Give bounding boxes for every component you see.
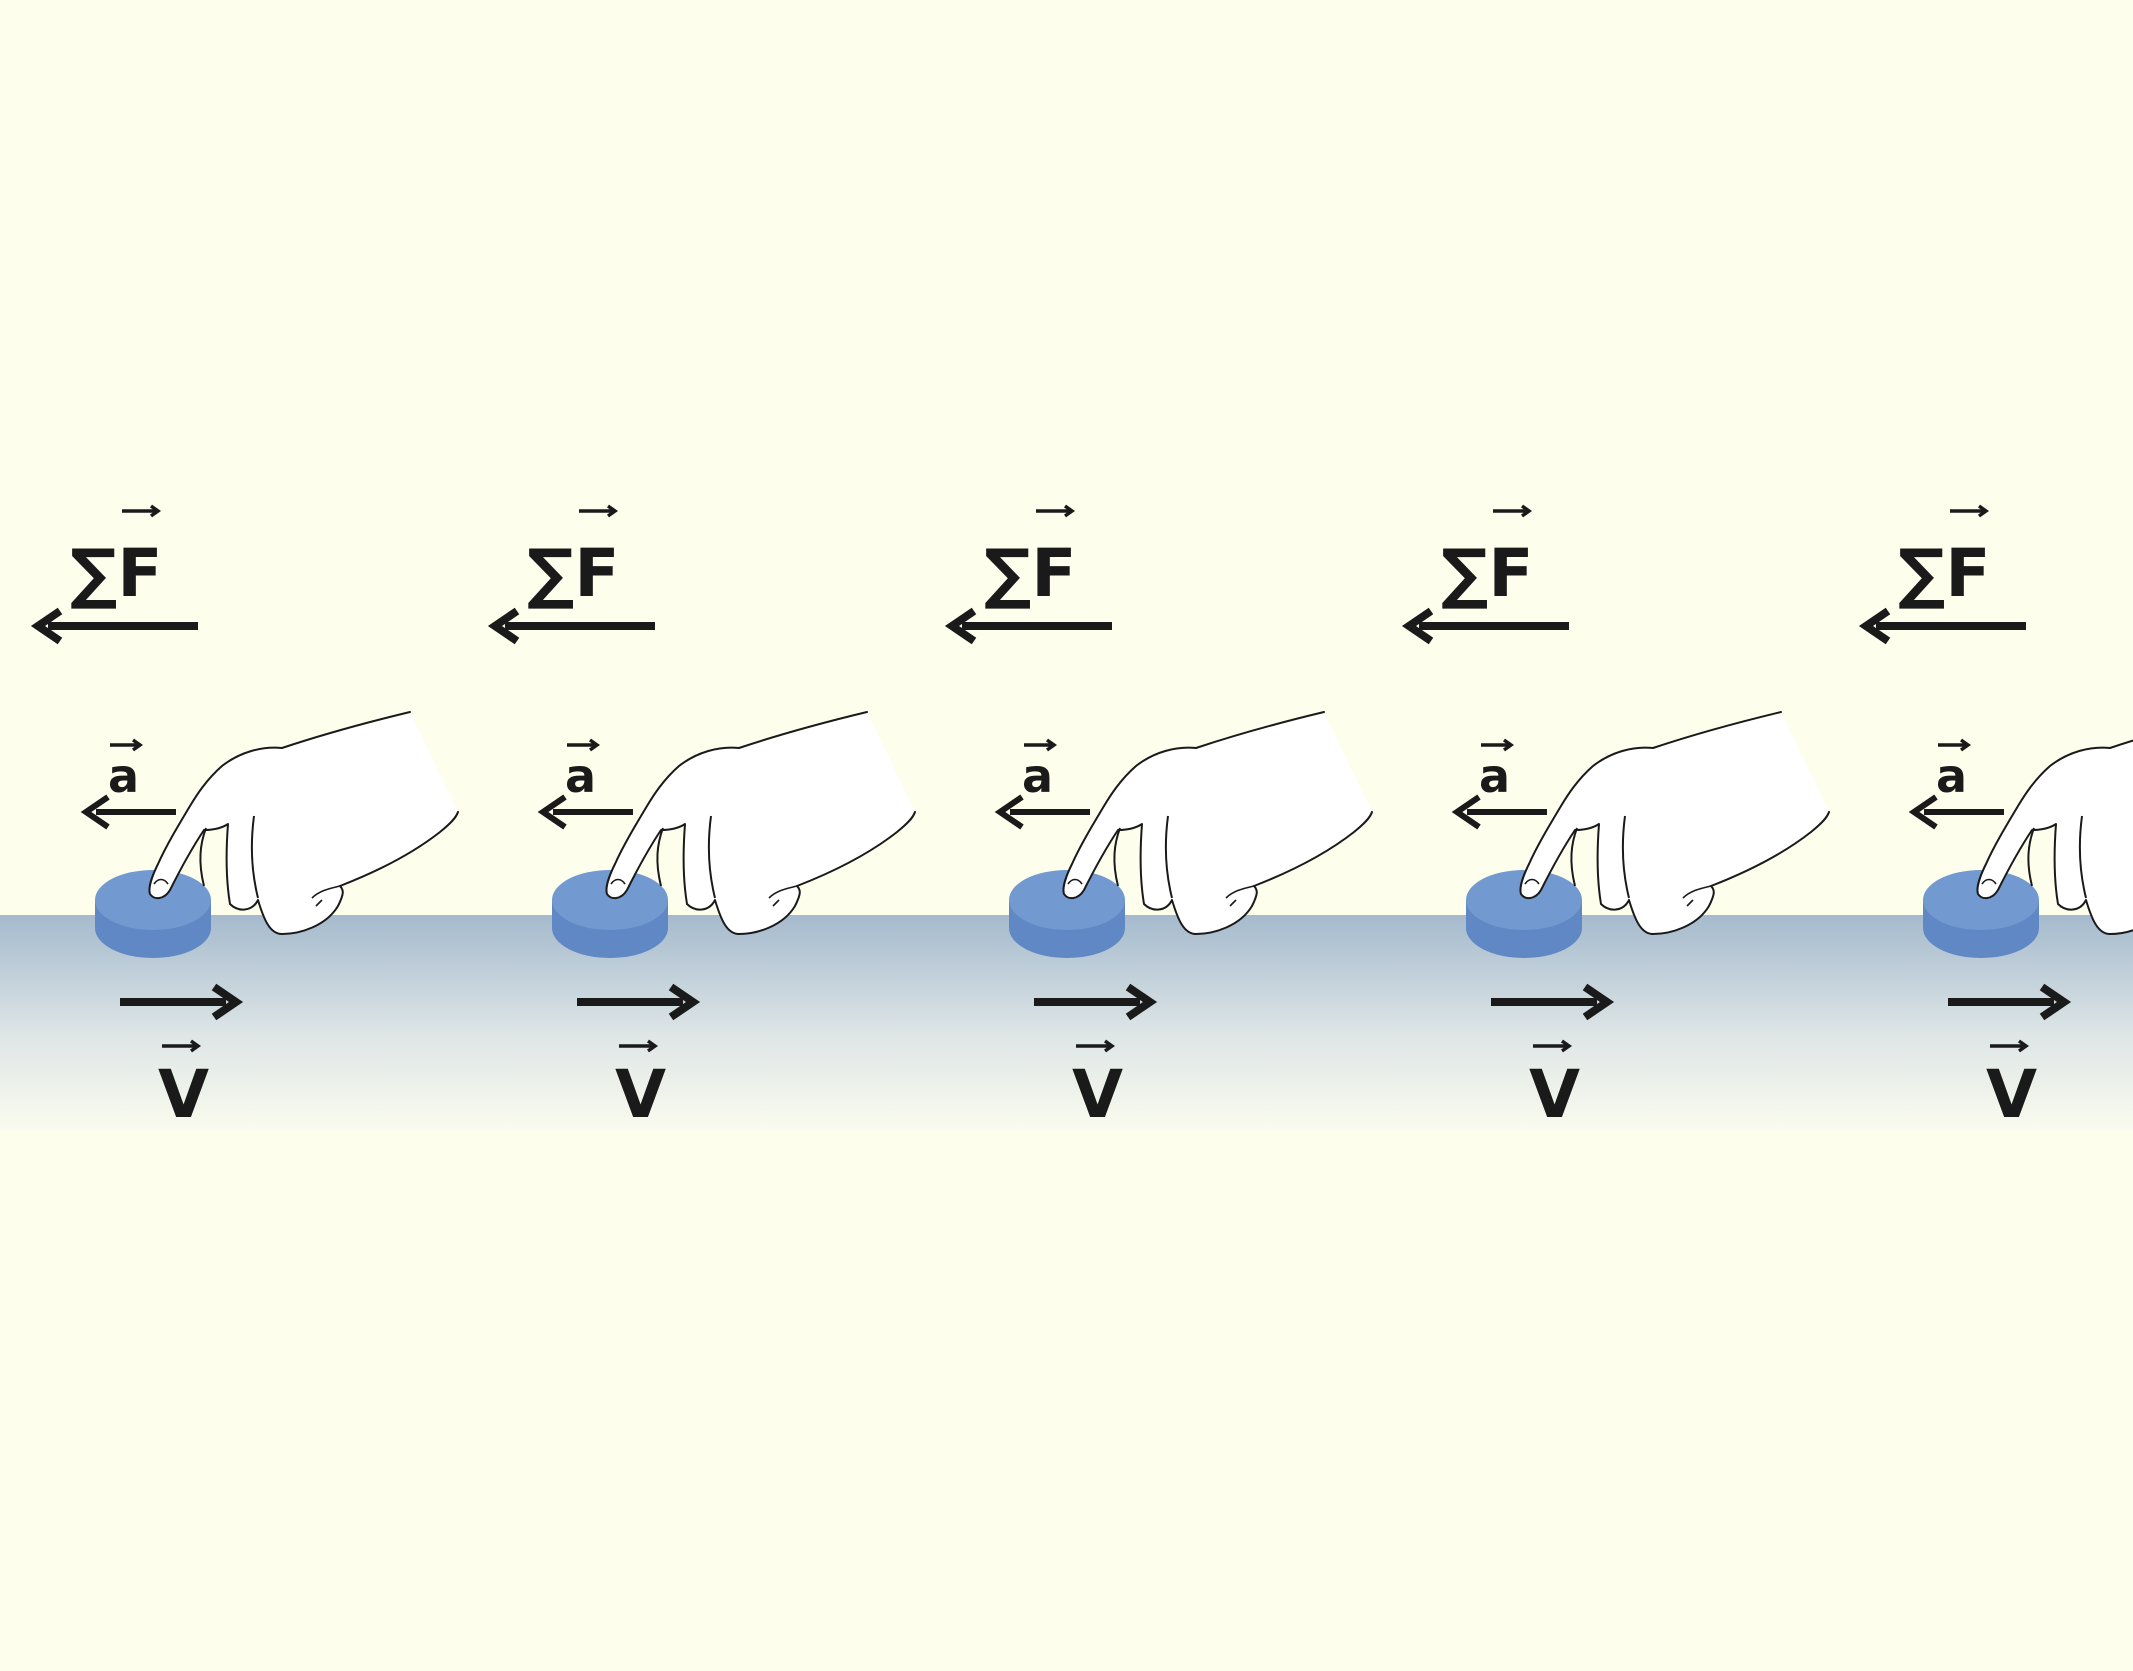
velocity-label: V	[158, 1056, 209, 1133]
fingernail	[1981, 878, 1997, 885]
thumb-line	[1225, 885, 1255, 907]
acceleration-arrow	[537, 794, 633, 830]
puck	[95, 870, 211, 958]
acceleration-arrow	[1451, 794, 1547, 830]
puck-top	[1466, 870, 1582, 930]
acceleration-arrow	[80, 794, 176, 830]
force-vector-mark	[579, 504, 619, 518]
finger-crease	[1570, 827, 1578, 887]
hand-outline	[1062, 711, 1373, 935]
net-force-arrow	[1401, 607, 1569, 645]
velocity-vector-mark	[1990, 1039, 2030, 1053]
net-force-arrow	[1858, 607, 2026, 645]
velocity-vector-mark	[1076, 1039, 1116, 1053]
hand-icon	[605, 711, 916, 935]
hand-icon	[1976, 739, 2133, 935]
knuckle-line	[250, 815, 259, 899]
thumb-line	[768, 885, 798, 907]
puck-top	[95, 870, 211, 930]
finger-crease	[1113, 827, 1121, 887]
net-force-label: ∑F	[1441, 535, 1533, 612]
acceleration-label: a	[565, 749, 596, 803]
acceleration-label: a	[1479, 749, 1510, 803]
hand-icon	[148, 711, 459, 935]
velocity-arrow	[577, 983, 701, 1021]
velocity-label: V	[1986, 1056, 2037, 1133]
knuckle-line	[707, 815, 716, 899]
force-vector-mark	[1950, 504, 1990, 518]
net-force-label: ∑F	[527, 535, 619, 612]
finger-crease	[656, 827, 664, 887]
acceleration-arrow	[994, 794, 1090, 830]
acceleration-vector-mark	[110, 738, 144, 752]
fingernail	[153, 878, 169, 885]
net-force-label: ∑F	[1898, 535, 1990, 612]
frame-2: ∑F aV	[487, 504, 916, 1133]
finger-crease	[199, 827, 207, 887]
acceleration-vector-mark	[567, 738, 601, 752]
acceleration-vector-mark	[1481, 738, 1515, 752]
velocity-arrow	[1491, 983, 1615, 1021]
acceleration-label: a	[1936, 749, 1967, 803]
force-vector-mark	[122, 504, 162, 518]
thumb-line	[311, 885, 341, 907]
velocity-arrow	[1948, 983, 2072, 1021]
frame-1: ∑F aV	[30, 504, 459, 1133]
net-force-arrow	[944, 607, 1112, 645]
fingernail	[1067, 878, 1083, 885]
finger-crease	[2027, 827, 2035, 887]
knuckle-line	[1164, 815, 1173, 899]
velocity-label: V	[1529, 1056, 1580, 1133]
hand-outline	[1976, 739, 2133, 935]
puck	[552, 870, 668, 958]
hand-outline	[605, 711, 916, 935]
net-force-label: ∑F	[70, 535, 162, 612]
acceleration-vector-mark	[1938, 738, 1972, 752]
puck-top	[1923, 870, 2039, 930]
hand-icon	[1062, 711, 1373, 935]
acceleration-label: a	[1022, 749, 1053, 803]
velocity-vector-mark	[1533, 1039, 1573, 1053]
force-vector-mark	[1036, 504, 1076, 518]
frame-3: ∑F aV	[944, 504, 1373, 1133]
hand-icon	[1519, 711, 1830, 935]
fingernail	[1524, 878, 1540, 885]
net-force-label: ∑F	[984, 535, 1076, 612]
puck	[1009, 870, 1125, 958]
velocity-vector-mark	[162, 1039, 202, 1053]
knuckle-line	[2078, 815, 2087, 899]
force-vector-mark	[1493, 504, 1533, 518]
net-force-arrow	[30, 607, 198, 645]
puck	[1923, 870, 2039, 958]
frame-5: ∑F aV	[1858, 504, 2133, 1133]
acceleration-label: a	[108, 749, 139, 803]
knuckle-line	[1621, 815, 1630, 899]
acceleration-arrow	[1908, 794, 2004, 830]
puck	[1466, 870, 1582, 958]
puck-top	[1009, 870, 1125, 930]
acceleration-vector-mark	[1024, 738, 1058, 752]
puck-top	[552, 870, 668, 930]
hand-outline	[1519, 711, 1830, 935]
velocity-arrow	[1034, 983, 1158, 1021]
velocity-vector-mark	[619, 1039, 659, 1053]
net-force-arrow	[487, 607, 655, 645]
velocity-label: V	[1072, 1056, 1123, 1133]
frame-4: ∑F aV	[1401, 504, 1830, 1133]
velocity-arrow	[120, 983, 244, 1021]
thumb-line	[1682, 885, 1712, 907]
hand-outline	[148, 711, 459, 935]
fingernail	[610, 878, 626, 885]
velocity-label: V	[615, 1056, 666, 1133]
